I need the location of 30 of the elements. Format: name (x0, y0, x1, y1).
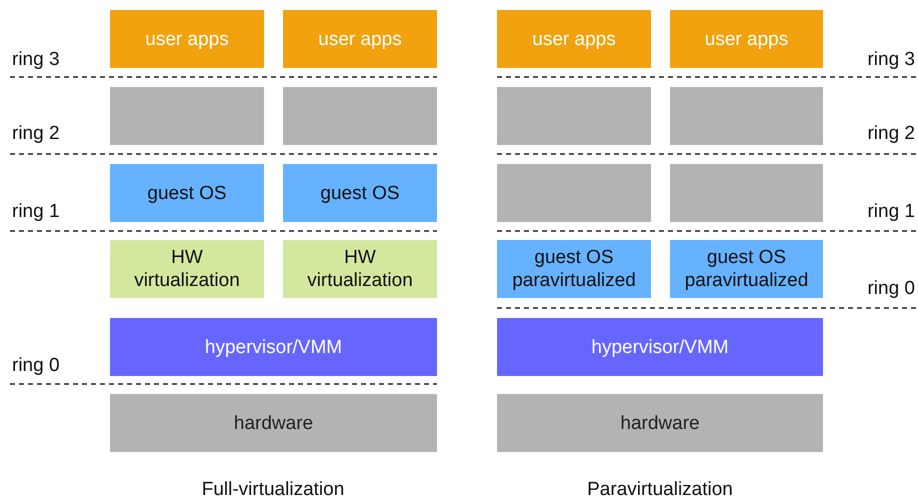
hypervisor-box: hypervisor/VMM (110, 318, 437, 376)
empty-ring-box (110, 87, 264, 145)
user-apps-box: user apps (497, 10, 651, 68)
hw-virtualization-box: HW virtualization (283, 240, 437, 298)
user-apps-box: user apps (110, 10, 264, 68)
ring-label: ring 1 (12, 201, 60, 223)
guest-os-box: guest OS (110, 164, 264, 222)
hypervisor-box: hypervisor/VMM (497, 318, 823, 376)
guest-os-box: guest OS paravirtualized (670, 240, 823, 298)
guest-os-box: guest OS paravirtualized (497, 240, 651, 298)
empty-ring-box (670, 87, 823, 145)
ring-label: ring 0 (12, 355, 60, 377)
user-apps-box: user apps (283, 10, 437, 68)
empty-ring-box (670, 164, 823, 222)
column-caption: Full-virtualization (200, 479, 346, 501)
hw-virtualization-box: HW virtualization (110, 240, 264, 298)
ring-label: ring 2 (867, 123, 915, 145)
ring-label: ring 0 (867, 278, 915, 300)
ring-label: ring 3 (867, 49, 915, 71)
ring-label: ring 3 (12, 49, 60, 71)
hardware-box: hardware (497, 394, 823, 452)
empty-ring-box (283, 87, 437, 145)
user-apps-box: user apps (670, 10, 823, 68)
hardware-box: hardware (110, 394, 437, 452)
empty-ring-box (497, 87, 651, 145)
column-caption: Paravirtualization (586, 479, 734, 501)
ring-label: ring 1 (867, 201, 915, 223)
empty-ring-box (497, 164, 651, 222)
ring-label: ring 2 (12, 123, 60, 145)
guest-os-box: guest OS (283, 164, 437, 222)
